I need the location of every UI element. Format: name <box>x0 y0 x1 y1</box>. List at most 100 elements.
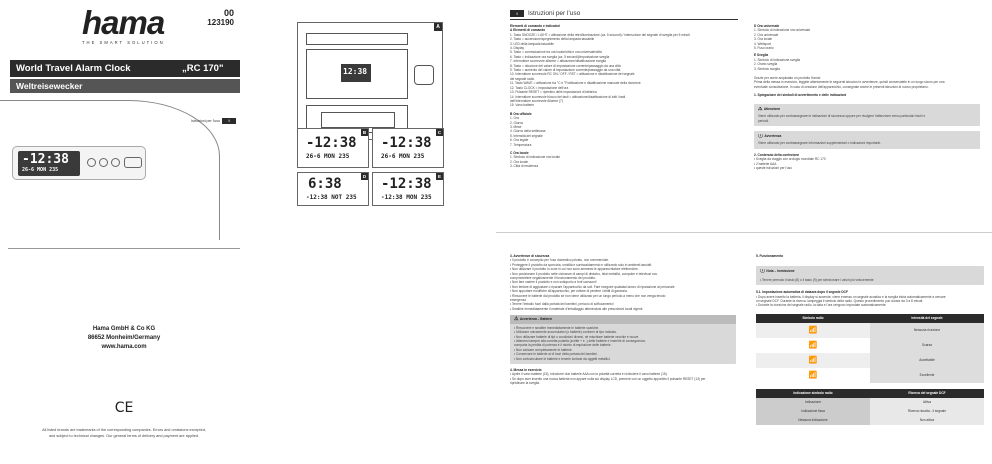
figure-c-time: -12:38 <box>381 135 432 151</box>
language-label: Istruzioni per l'uso <box>191 119 220 123</box>
list-item: 10. Interruttore scorrevole RC ON / OFF … <box>510 72 635 77</box>
section-a-heading: A Elementi di comando <box>510 28 546 33</box>
list-item: 3. Simbolo sveglia <box>754 66 780 71</box>
list-item: • Conservare le batterie al di fuori del… <box>514 352 598 357</box>
figure-a: A 12:38 <box>297 22 443 140</box>
info-icon: ⓘ <box>758 133 765 139</box>
section-e-heading: E Sveglia <box>754 53 769 58</box>
list-item: 1. Simbolo di indicazione ora locale <box>510 155 560 160</box>
list-item: compromettere negativamente il funzionam… <box>510 276 596 281</box>
warning-icon: ⚠ <box>514 316 520 323</box>
section-1-heading: 1. Spiegazione dei simboli di avvertimen… <box>754 93 847 98</box>
table-cell: Non attiva <box>870 415 984 425</box>
section-d-list: 1. Simbolo di indicazione ora universale… <box>754 28 980 50</box>
list-item: 2. Ora universale <box>754 32 779 37</box>
list-item: • Dopo avere inserito la batteria, il di… <box>756 294 946 299</box>
signal-icon: 📶 <box>756 337 870 353</box>
list-item: • Non utilizzare batterie di tipi o cond… <box>514 334 640 339</box>
section-5-heading: 5. Funzionamento <box>756 254 784 258</box>
figure-b-time: -12:38 <box>306 135 357 151</box>
table-cell: Accettabile <box>870 352 984 368</box>
product-title-bar: World Travel Alarm Clock „RC 170" <box>10 60 240 77</box>
warning-callout: ⚠ Attenzione Viene utilizzato per contra… <box>754 103 980 126</box>
cover-curve <box>0 100 220 240</box>
company-name: Hama GmbH & Co KG <box>92 326 156 332</box>
list-item: 12. Tasto CLOCK = impostazione dell'ora <box>510 85 569 90</box>
warning-text1: Viene utilizzato per contrassegnare le i… <box>758 114 926 119</box>
table-row: 📶Scarsa <box>756 337 984 353</box>
ce-mark: CE <box>114 400 134 416</box>
table1-header-1: Simbolo radio <box>756 313 870 323</box>
list-item: 9. Tasto = aumento del valore di imposta… <box>510 68 621 73</box>
brand-tagline: THE SMART SOLUTION <box>82 40 165 45</box>
figure-label-a: A <box>434 23 442 31</box>
figure-e-time: -12:38 <box>381 176 432 192</box>
warning-label: ⚠ Attenzione <box>758 106 781 112</box>
list-item: • Smaltire immediatamente il materiale d… <box>510 306 643 311</box>
figure-label-e: E <box>436 173 443 180</box>
list-item: un segnale DCF. Durante la ricerca, lamp… <box>756 299 924 304</box>
page-separator <box>496 232 992 233</box>
table-cell: Attiva <box>870 397 984 407</box>
list-item: 6. Tasto = indicazione ora sveglia (ca. … <box>510 54 610 59</box>
clock-button-icon <box>111 158 120 167</box>
table1-header-2: Intensità del segnale <box>870 313 984 323</box>
list-item: • Non utilizzare il prodotto in zone in … <box>510 267 639 272</box>
figure-a-display: 12:38 <box>341 64 371 82</box>
list-item: 3. Ora locale <box>754 37 773 42</box>
list-item: • Rimuovere e smaltire immediatamente le… <box>514 325 600 330</box>
table-cell: Eccellente <box>870 367 984 383</box>
list-item: 3. LED della lampada tascabile <box>510 41 554 46</box>
company-website[interactable]: www.hama.com <box>101 344 147 350</box>
list-item: 1. Simbolo di indicazione ora universale <box>754 28 811 33</box>
list-item: • Se dopo aver inserito una nuova batter… <box>510 376 706 381</box>
input-note-callout: ⓘ Nota – Immissione • Tenere premuto il … <box>756 266 984 286</box>
section-d-heading: D Ora universale <box>754 24 780 28</box>
clock-date: 26-6 MON 235 <box>22 167 59 173</box>
list-item: 3. Mese <box>510 124 522 129</box>
table2-header-1: Indicazione simbolo radio <box>756 388 870 398</box>
list-item: • Sveglia da viaggio con orologio mondia… <box>754 157 826 162</box>
instructions-page-2: 3. Avvertenze di sicurezza • Il prodotto… <box>496 232 744 464</box>
list-item: 1. Ora <box>510 116 519 121</box>
clock-snooze-bar <box>124 157 142 168</box>
table-row: 📶Nessuna ricezione <box>756 322 984 338</box>
header-rule <box>510 19 738 20</box>
section-2-heading: 2. Contenuto della confezione <box>754 152 800 157</box>
list-item: • Non posizionare il prodotto nelle vici… <box>510 271 658 276</box>
list-item: 7. Temperatura <box>510 142 532 147</box>
list-item: • Non cortocircuitare le batterie e tene… <box>514 356 611 361</box>
controls-heading: Elementi di comando e indicatori <box>510 24 560 28</box>
language-code: I <box>222 118 236 124</box>
disclaimer-line2: and subject to technical changes. Our ge… <box>48 434 200 438</box>
warning-text2: pericoli. <box>758 118 769 123</box>
list-item: ripristinare la sveglia. <box>510 381 540 386</box>
list-item: 2. Ora locale <box>510 159 529 164</box>
list-item: • Durante la ricezione del segnale radio… <box>756 303 887 308</box>
table-row: 📶Accettabile <box>756 352 984 368</box>
battery-warning-callout: ⚠ Avvertenza – Batterie • Rimuovere e sm… <box>510 315 736 364</box>
section-3-list: • Il prodotto è concepito per l'uso dome… <box>510 258 736 311</box>
list-item: 3. Città di residenza <box>510 164 539 169</box>
note-callout: ⓘ Avvertenza Viene utilizzato per contra… <box>754 130 980 149</box>
list-item: • Rimuovere le batterie dal prodotto se … <box>510 293 666 298</box>
list-item: emergenza <box>510 298 526 303</box>
list-item: 5. Fuso orario <box>754 46 774 51</box>
clock-product-image: -12:38 26-6 MON 235 <box>12 146 146 180</box>
list-item: 5. Intensità del segnale <box>510 133 543 138</box>
table-cell: Indicazione <box>756 397 870 407</box>
figure-a-time: 12:38 <box>343 67 368 76</box>
col-right-it1: D Ora universale 1. Simbolo di indicazio… <box>754 24 980 170</box>
brand-logo: hama <box>82 4 165 41</box>
section-a-list: 1. Tasto SNOOZE / LIGHT = attivazione de… <box>510 33 736 108</box>
table2-header-2: Ricerca del segnale DCF <box>870 388 984 398</box>
list-item: • Utilizzare unicamente accumulatori (o … <box>514 330 617 335</box>
clock-time: -12:38 <box>22 152 69 167</box>
list-item: • Non caricare completamente le batterie… <box>514 347 573 352</box>
divider <box>8 248 240 249</box>
figures-page: A 12:38 B -12:38 26-6 MON 235 C -12:38 2… <box>248 0 496 464</box>
figure-c-date: 26-6 MON 235 <box>381 153 425 160</box>
section-code-box: I <box>510 10 524 17</box>
